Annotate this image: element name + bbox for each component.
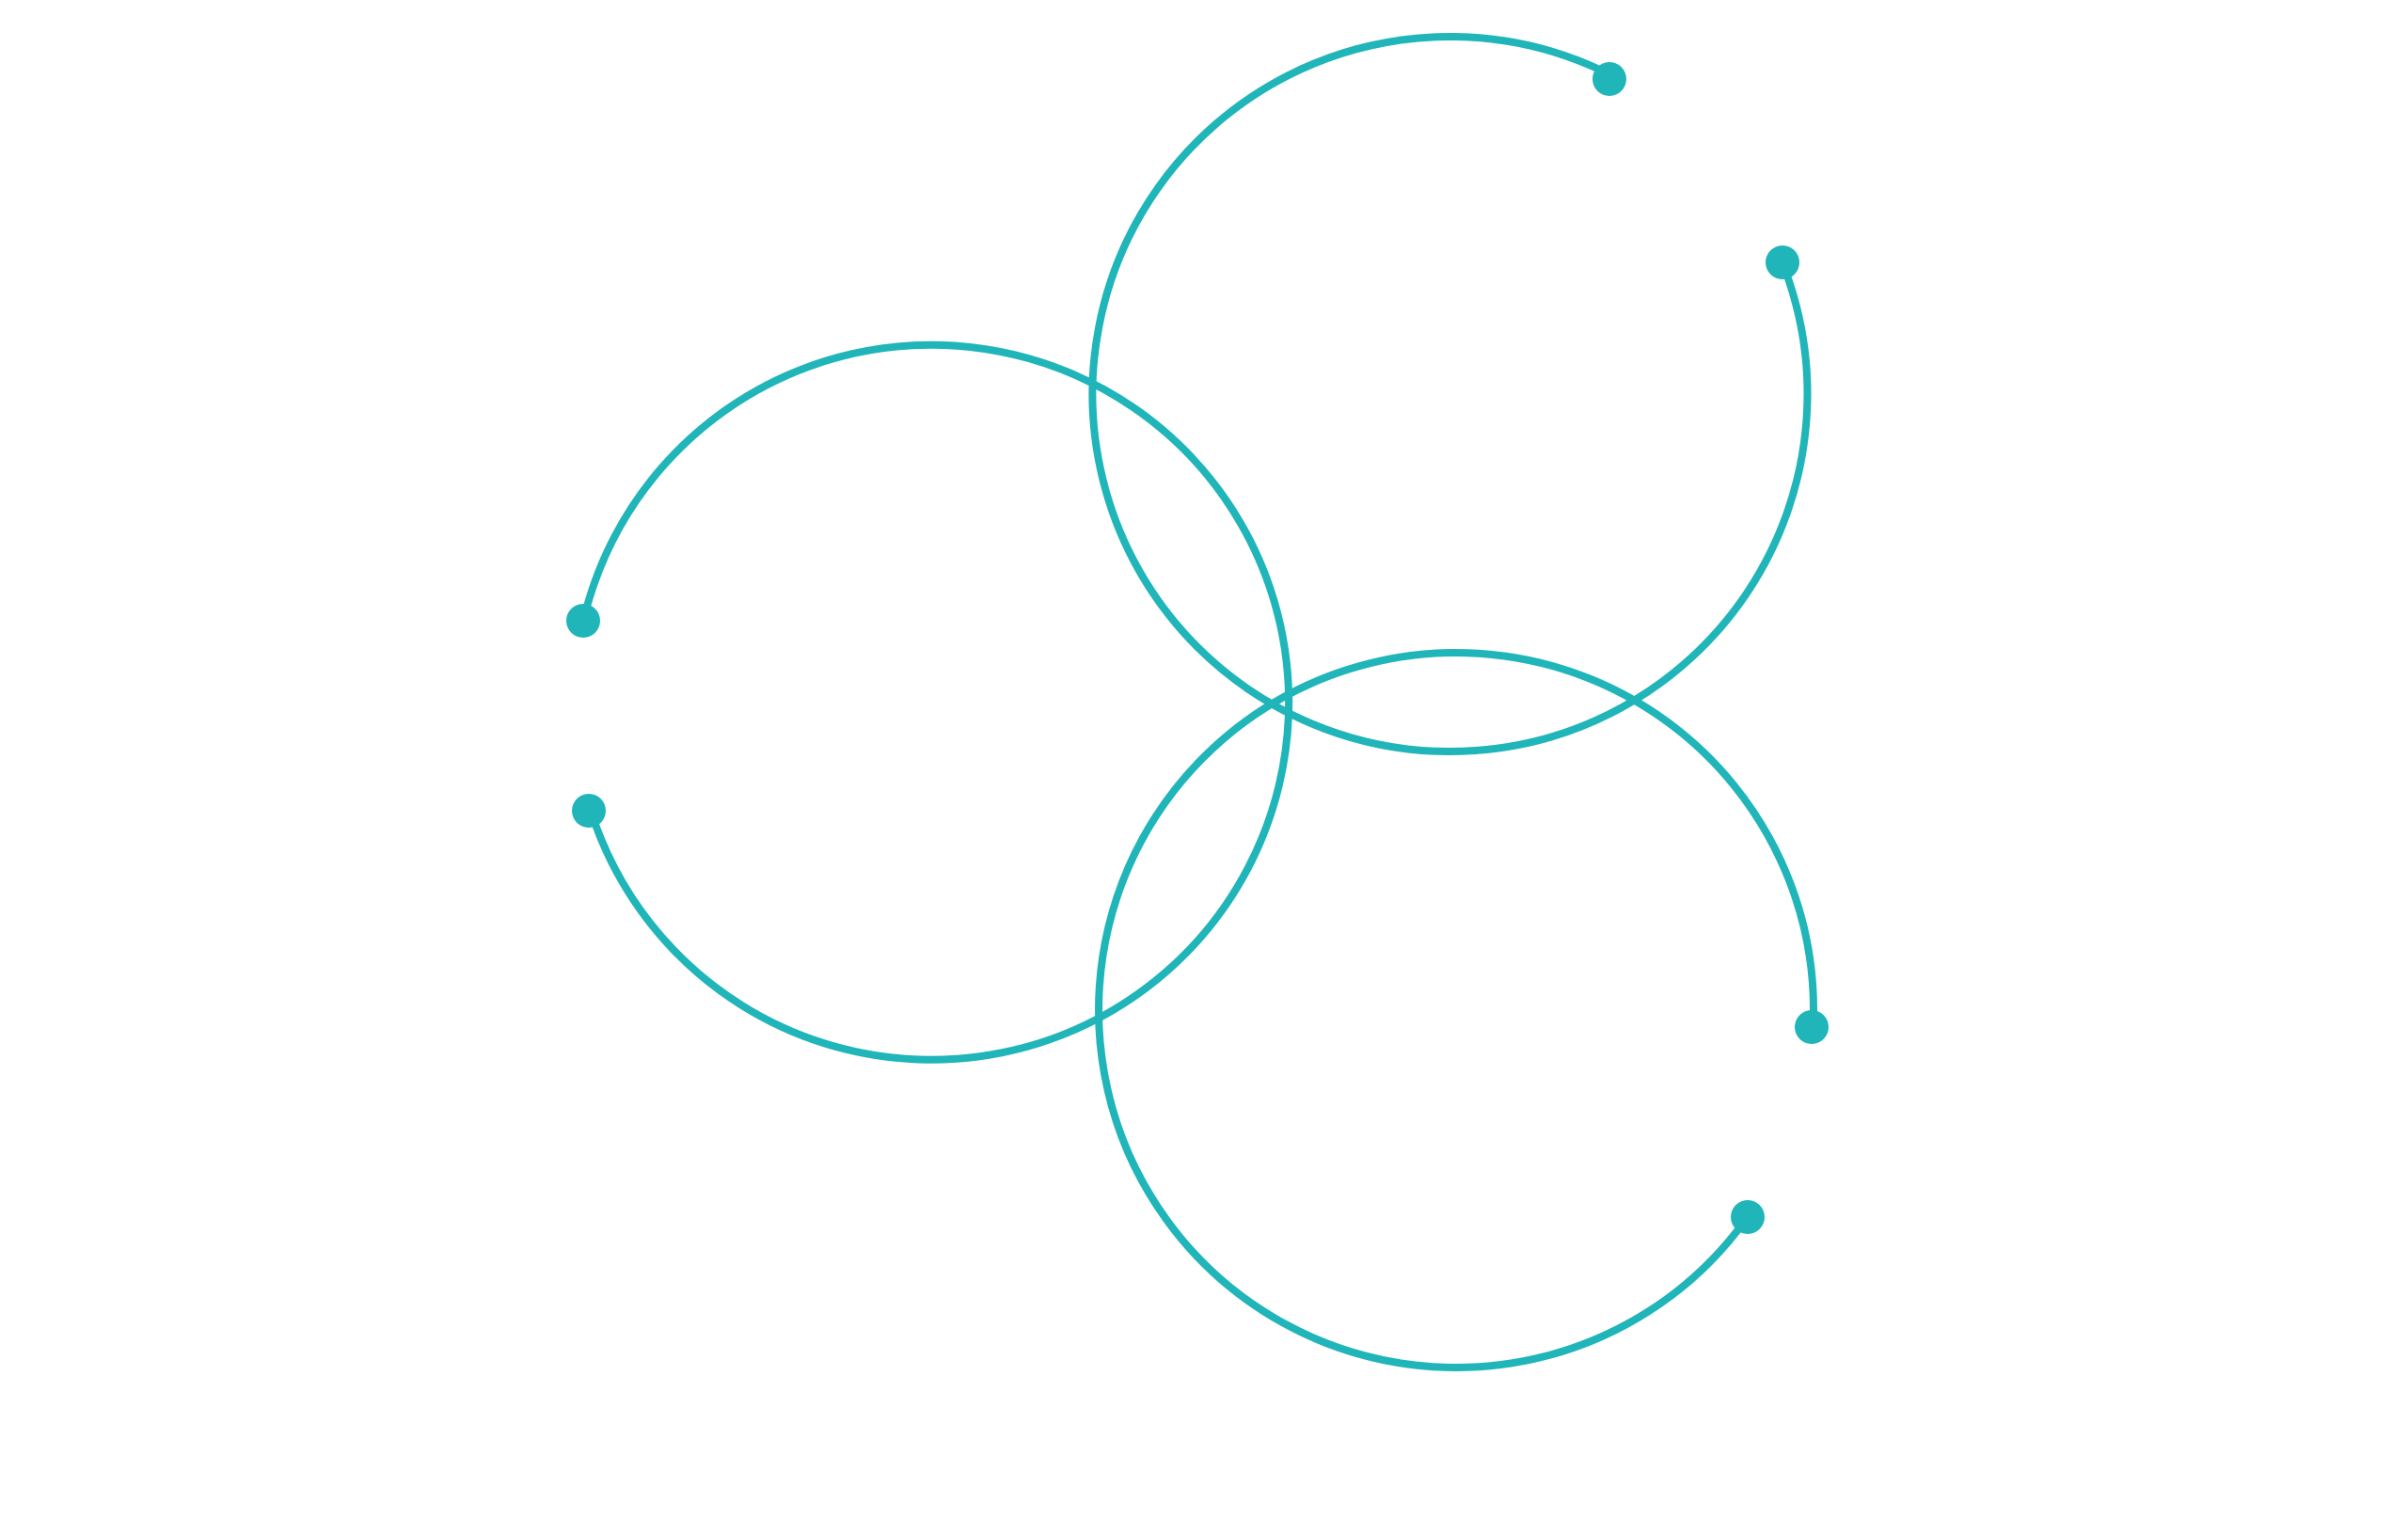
arc-top-endpoint-top [1592, 62, 1626, 96]
label-external-network: External Network [1533, 114, 2362, 224]
arc-top-endpoint-bottom [1766, 245, 1799, 279]
arc-top [1088, 33, 1812, 755]
arc-bottom-endpoint-bottom [1731, 1200, 1765, 1234]
arc-left-endpoint-top [566, 604, 600, 638]
label-headhunting: Headhunting [1475, 1071, 2093, 1181]
arc-bottom-endpoint-top [1795, 1010, 1829, 1044]
arc-left-endpoint-bottom [572, 794, 606, 828]
label-skillcamp-database: Skillcamp Database [45, 667, 994, 777]
arc-bottom [1095, 649, 1818, 1372]
